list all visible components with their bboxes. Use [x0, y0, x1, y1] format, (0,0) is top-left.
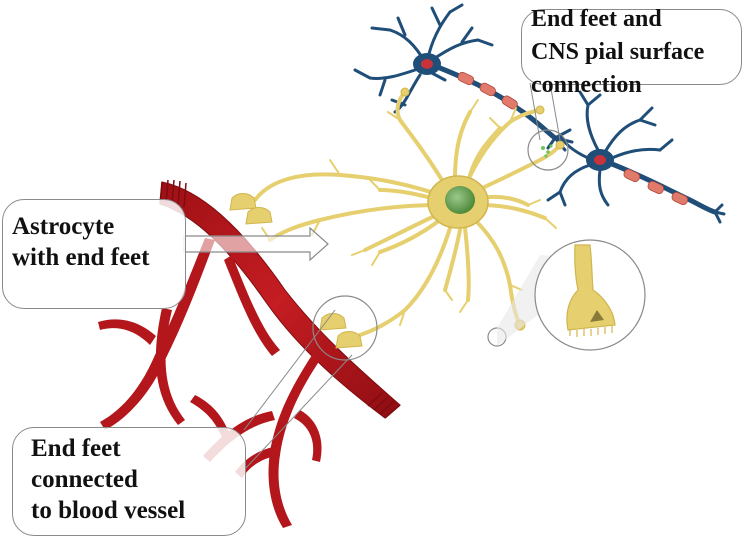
label-astrocyte: Astrocyte with end feet — [12, 211, 149, 273]
endfoot-magnified — [497, 239, 646, 351]
astrocyte-arrow — [183, 226, 329, 262]
astrocyte — [253, 90, 562, 337]
label-astrocyte-line1: Astrocyte — [12, 213, 115, 240]
label-cns-pial: End feet and CNS pial surface connection — [531, 3, 704, 102]
callout-astrocyte — [2, 199, 186, 309]
myelin-top — [457, 71, 518, 110]
label-end-feet-vessel: End feet connected to blood vessel — [31, 433, 185, 526]
myelin-right — [623, 168, 689, 205]
neuron-right-nucleus — [594, 155, 606, 165]
label-cns-line2: CNS pial surface — [531, 39, 705, 65]
label-cns-line3: connection — [531, 72, 642, 98]
label-astrocyte-line2: with end feet — [12, 244, 150, 271]
zoom-circle-pial — [527, 129, 569, 171]
label-end-feet-line3: to blood vessel — [31, 497, 186, 524]
label-cns-line1: End feet and — [531, 6, 662, 32]
astrocyte-end-feet-vessel — [229, 193, 363, 349]
neuron-right — [546, 90, 726, 224]
zoom-circle-vessel — [312, 295, 378, 361]
callout-connectors — [243, 82, 561, 471]
label-end-feet-line1: End feet — [31, 435, 121, 462]
label-end-feet-line2: connected — [31, 466, 138, 493]
astrocyte-nucleus — [445, 186, 475, 214]
neuron-top-nucleus — [421, 59, 433, 69]
callout-cns-pial — [521, 9, 742, 85]
pial-contact-marker — [541, 144, 553, 158]
